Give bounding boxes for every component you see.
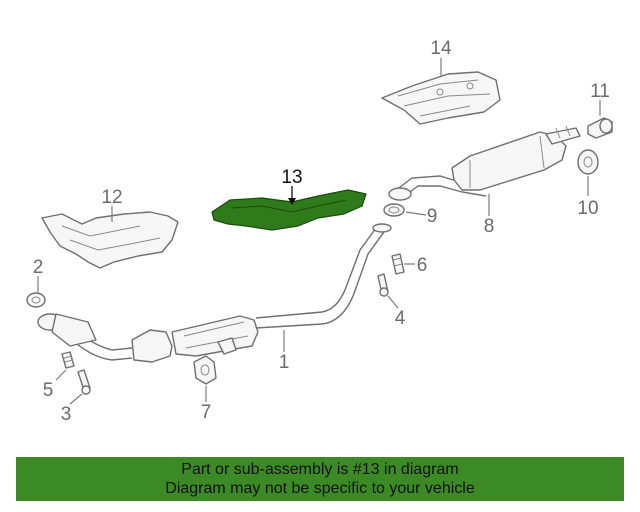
callout-2: 2 <box>33 257 44 278</box>
callout-14: 14 <box>430 38 452 59</box>
callout-7: 7 <box>201 402 212 423</box>
notice-line-disclaimer: Diagram may not be specific to your vehi… <box>165 480 475 497</box>
leader-lines <box>37 58 601 405</box>
callout-9: 9 <box>427 206 438 227</box>
callout-8: 8 <box>484 216 495 237</box>
callout-11: 11 <box>590 81 610 102</box>
callout-4: 4 <box>395 308 406 329</box>
tailpipe-tip-11 <box>587 117 613 139</box>
callout-5: 5 <box>43 380 54 401</box>
gasket-9 <box>383 203 405 217</box>
heat-shield-12 <box>41 211 179 269</box>
hanger-7 <box>193 355 217 385</box>
callout-10: 10 <box>577 198 598 219</box>
front-exhaust-pipe-1 <box>37 223 392 363</box>
stud-5 <box>61 351 75 369</box>
diagram-notice-banner: Part or sub-assembly is #13 in diagram D… <box>16 457 624 501</box>
callout-13: 13 <box>281 167 302 188</box>
callout-3: 3 <box>61 404 72 425</box>
bolt-4 <box>377 273 389 297</box>
heat-shield-13-highlighted[interactable] <box>211 189 367 231</box>
hanger-10 <box>577 149 599 175</box>
bolt-3 <box>77 369 91 395</box>
callout-1: 1 <box>279 352 290 373</box>
notice-line-part: Part or sub-assembly is #13 in diagram <box>181 461 459 478</box>
callout-6: 6 <box>417 255 428 276</box>
callout-12: 12 <box>101 187 122 208</box>
muffler-8 <box>388 125 581 201</box>
gasket-2 <box>26 292 46 308</box>
stud-6 <box>391 253 405 275</box>
heat-shield-14 <box>381 71 501 125</box>
